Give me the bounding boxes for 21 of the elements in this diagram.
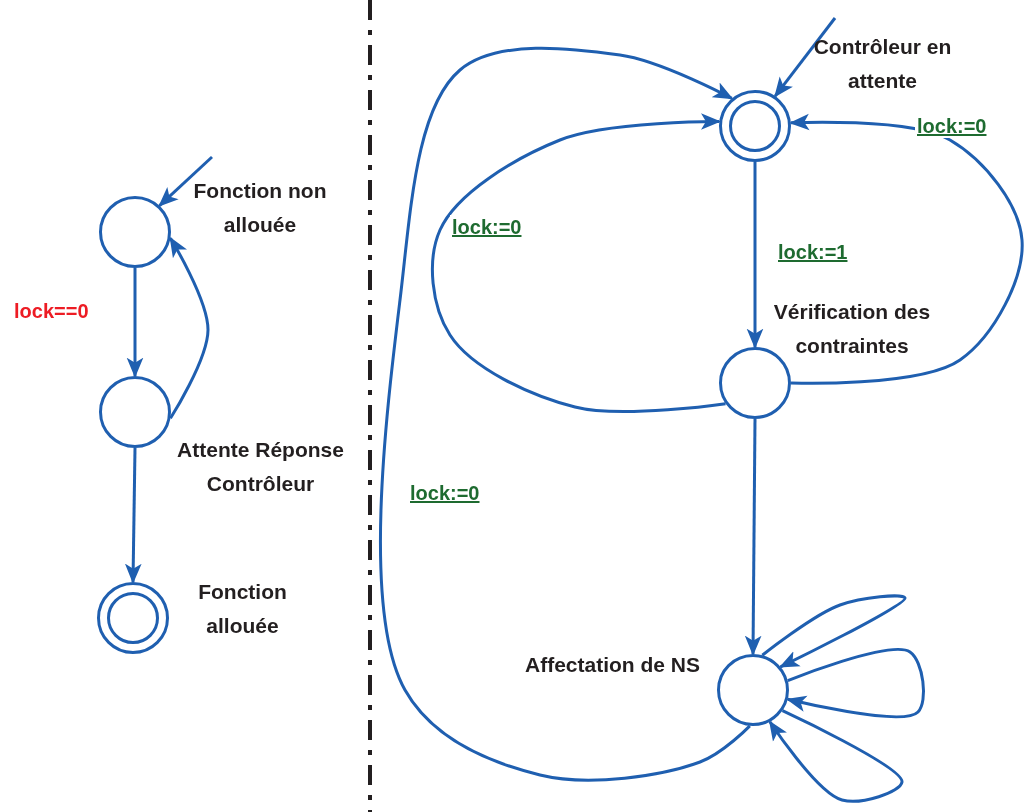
transition-arrow	[786, 648, 925, 719]
transition-arrow	[158, 155, 213, 207]
edge-label: lock:=0	[450, 215, 524, 239]
state-label: Contrôleur en attente	[812, 34, 953, 94]
transition-arrow	[431, 113, 726, 413]
transition-arrow	[773, 17, 837, 98]
transition-arrow	[768, 709, 904, 803]
state-label: Affectation de NS	[524, 652, 701, 678]
state-label: Fonction allouée	[197, 579, 288, 639]
transition-arrow	[761, 594, 907, 669]
transition-arrow	[169, 236, 210, 420]
transition-arrow	[124, 447, 142, 584]
transition-arrow	[126, 268, 144, 378]
state-circle	[717, 654, 789, 726]
transition-arrow	[744, 419, 762, 656]
transition-arrow	[746, 162, 764, 349]
state-label: Fonction non allouée	[192, 178, 328, 238]
state-label: Vérification des contraintes	[772, 299, 932, 359]
transition-arrow	[378, 46, 751, 782]
transition-arrow	[789, 113, 1024, 385]
state-label: Attente Réponse Contrôleur	[176, 437, 345, 497]
